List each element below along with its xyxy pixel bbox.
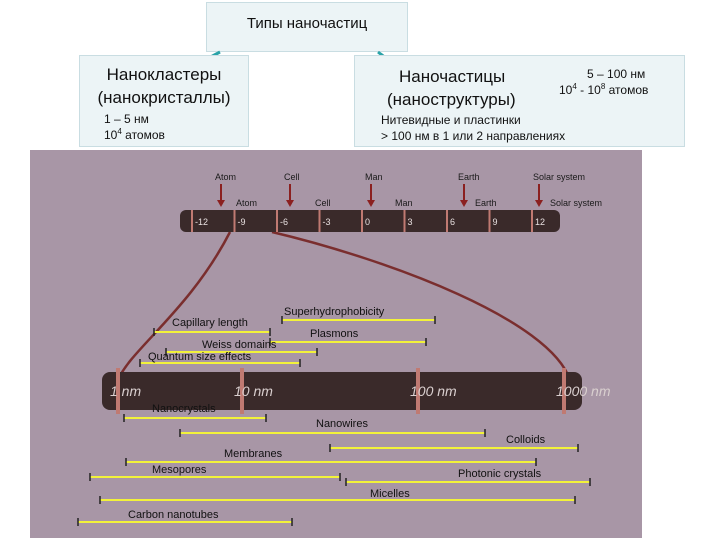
nanoparticles-note-2: > 100 нм в 1 или 2 направлениях xyxy=(381,129,566,143)
range-label: Colloids xyxy=(506,434,546,446)
range-label: Quantum size effects xyxy=(148,351,252,363)
nanoclusters-title: Нанокластеры xyxy=(106,65,222,84)
range-label: Photonic crystals xyxy=(458,468,542,480)
top-object-label: Cell xyxy=(315,198,331,208)
nanoparticles-note-1: Нитевидные и пластинки xyxy=(381,113,521,127)
nanoclusters-atoms: 104 атомов xyxy=(104,127,165,142)
range-label: Carbon nanotubes xyxy=(128,509,219,521)
top-arrow-head xyxy=(286,200,294,207)
top-scale-exponent: 6 xyxy=(450,217,455,227)
nanoparticles-subtitle: (наноструктуры) xyxy=(387,90,516,109)
nanoparticles-box: Наночастицы (наноструктуры) 5 – 100 нм 1… xyxy=(354,55,685,147)
range-label: Nanocrystals xyxy=(152,403,216,415)
nanoclusters-size: 1 – 5 нм xyxy=(104,112,149,126)
top-scale-exponent: -12 xyxy=(195,217,208,227)
top-arrow-head xyxy=(535,200,543,207)
range-label: Mesopores xyxy=(152,464,207,476)
zoom-connector-right xyxy=(271,230,572,381)
range-label: Capillary length xyxy=(172,317,248,329)
top-scale-exponent: -9 xyxy=(238,217,246,227)
top-arrow-label: Man xyxy=(365,172,383,182)
top-scale-exponent: -6 xyxy=(280,217,288,227)
top-object-label: Atom xyxy=(236,198,257,208)
nanoclusters-box: Нанокластеры (нанокристаллы) 1 – 5 нм 10… xyxy=(79,55,249,147)
top-object-label: Solar system xyxy=(550,198,602,208)
bottom-scale-tick-label: 100 nm xyxy=(410,383,457,399)
top-scale-bar xyxy=(180,210,560,232)
range-label: Superhydrophobicity xyxy=(284,306,385,318)
top-scale-exponent: 12 xyxy=(535,217,545,227)
bottom-scale-tick-label: 1000 nm xyxy=(556,383,611,399)
top-arrow-label: Earth xyxy=(458,172,480,182)
top-object-label: Earth xyxy=(475,198,497,208)
diagram-title: Типы наночастиц xyxy=(246,15,368,32)
top-arrow-head xyxy=(367,200,375,207)
top-arrow-head xyxy=(217,200,225,207)
nanoparticles-title: Наночастицы xyxy=(399,67,506,86)
bottom-scale-bar xyxy=(102,372,582,410)
top-exponent-group: -12 -9 -6 -3 0 3 6 9 12 xyxy=(191,210,545,232)
top-scale-exponent: 9 xyxy=(493,217,498,227)
range-label: Weiss domains xyxy=(202,339,277,351)
top-scale-exponent: 3 xyxy=(408,217,413,227)
top-arrow-head xyxy=(460,200,468,207)
zoom-connector-left xyxy=(116,231,232,381)
nanoparticles-size: 5 – 100 нм xyxy=(587,67,646,81)
range-label: Micelles xyxy=(370,488,410,500)
header-box: Типы наночастиц xyxy=(206,2,408,52)
bottom-scale-tick-label: 1 nm xyxy=(110,383,141,399)
top-object-label: Man xyxy=(395,198,413,208)
top-arrow-label: Atom xyxy=(215,172,236,182)
nanoparticles-atoms: 104 - 108 атомов xyxy=(559,82,649,97)
range-label: Membranes xyxy=(224,448,283,460)
range-label: Nanowires xyxy=(316,418,368,430)
range-label: Plasmons xyxy=(310,328,359,340)
bottom-scale-tick-label: 10 nm xyxy=(234,383,273,399)
top-arrow-label: Solar system xyxy=(533,172,585,182)
figure-background xyxy=(30,150,642,538)
top-arrow-label: Cell xyxy=(284,172,300,182)
top-scale-exponent: 0 xyxy=(365,217,370,227)
top-scale-exponent: -3 xyxy=(323,217,331,227)
bottom-tick-group: 1 nm 10 nm 100 nm 1000 nm xyxy=(110,368,611,414)
nanoclusters-subtitle: (нанокристаллы) xyxy=(97,88,231,107)
